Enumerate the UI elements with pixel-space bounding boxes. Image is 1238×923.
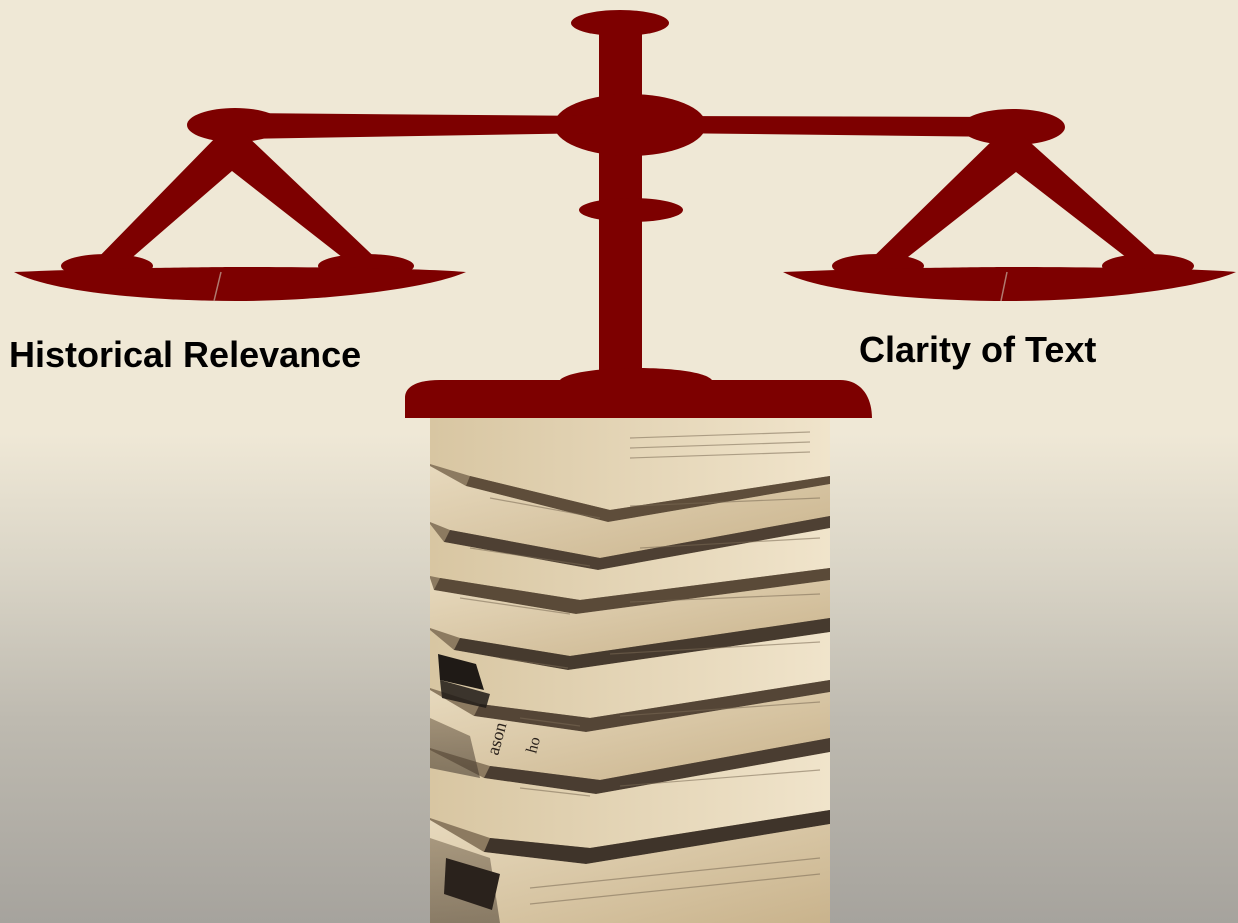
newspaper-stack-image: ason ho [430,418,830,923]
newspaper-print-fragment-2: ho [523,735,544,755]
label-historical-relevance: Historical Relevance [9,334,362,375]
newspaper-stack-photo: ason ho [430,418,830,923]
label-clarity-of-text: Clarity of Text [859,329,1097,370]
